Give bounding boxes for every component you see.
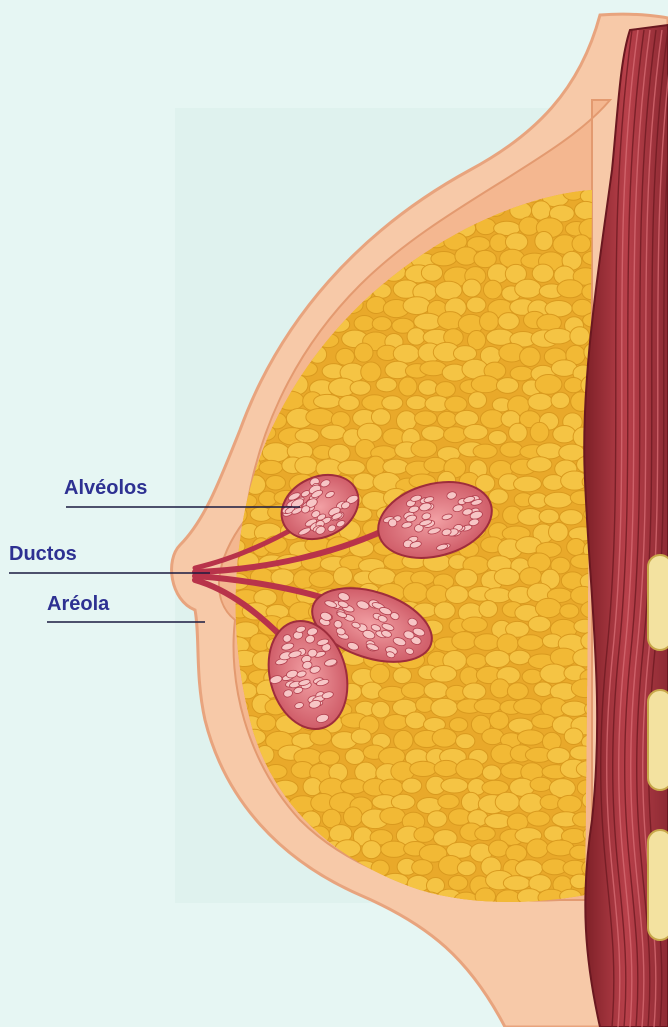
alveolos-label: Alvéolos <box>64 478 147 498</box>
ribs <box>648 555 668 940</box>
areola-label: Aréola <box>47 594 109 614</box>
ductos-label: Ductos <box>9 544 77 564</box>
